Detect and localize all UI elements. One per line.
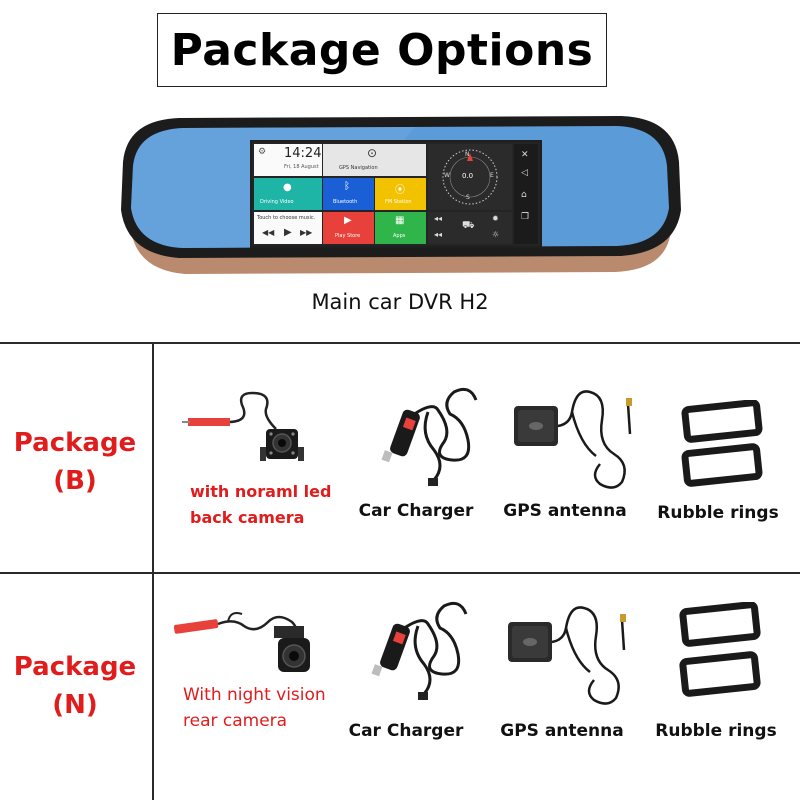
rubber-rings-image: [679, 602, 761, 697]
package-label-line2: (B): [53, 466, 97, 496]
table-column-divider: [152, 342, 154, 800]
map-pin-icon: ⊙: [367, 146, 378, 160]
tile-apps[interactable]: ▦ Apps: [375, 212, 426, 244]
previous-icon[interactable]: ◀◀: [262, 228, 275, 237]
bluetooth-icon: ᛒ: [344, 181, 350, 192]
package-n-item-gps-antenna: GPS antenna: [500, 721, 624, 741]
package-b-label: Package (B): [0, 424, 150, 500]
play-icon[interactable]: ▶: [284, 227, 292, 238]
night-vision-camera-image: [173, 612, 310, 672]
map-panel[interactable]: ⊙ GPS Navigation: [323, 144, 426, 176]
car-charger-image: [381, 387, 478, 486]
apps-grid-icon: ▦: [395, 215, 405, 226]
clock-date: Fri, 18 August: [284, 164, 319, 170]
compass-n: N: [465, 151, 470, 158]
package-n-camera-desc: With night vision rear camera: [183, 682, 326, 734]
brightness-down-icon[interactable]: ☼: [492, 230, 500, 239]
title-box: Package Options: [157, 13, 607, 87]
nav-bar: ✕ ◁ ⌂ ❐: [514, 144, 538, 244]
tile-driving-video[interactable]: ● Driving Video: [254, 178, 322, 210]
music-panel[interactable]: Touch to choose music. ◀◀ ▶ ▶▶: [254, 212, 322, 244]
package-label-line1: Package: [13, 428, 137, 458]
package-label-line2: (N): [52, 690, 98, 720]
package-n-label: Package (N): [0, 648, 150, 724]
close-icon[interactable]: ✕: [521, 150, 529, 160]
compass-panel: N S W E 0.0: [428, 144, 512, 210]
video-icon: ●: [283, 182, 292, 193]
tile-label: Apps: [393, 233, 406, 239]
compass-s: S: [466, 194, 470, 201]
tile-fm-station[interactable]: ⦿ FM Station: [375, 178, 426, 210]
brightness-up-icon[interactable]: ✹: [492, 214, 499, 223]
tile-bluetooth[interactable]: ᛒ Bluetooth: [323, 178, 374, 210]
quick-controls: ◂◂ ◂◂ ⛟ ✹ ☼: [428, 212, 512, 244]
car-icon[interactable]: ⛟: [462, 220, 475, 231]
led-camera-image: [182, 391, 304, 461]
store-icon: ▶: [344, 215, 352, 226]
camera-desc-line1: with noraml led: [190, 482, 332, 501]
dvr-screen: ⚙ 14:24 Fri, 18 August ⊙ GPS Navigation …: [252, 142, 540, 246]
recent-apps-icon[interactable]: ❐: [521, 212, 530, 222]
next-icon[interactable]: ▶▶: [300, 228, 313, 237]
camera-desc-line1: With night vision: [183, 685, 326, 705]
package-b-item-rubble-rings: Rubble rings: [657, 503, 779, 523]
table-border-middle: [0, 572, 800, 574]
compass-w: W: [444, 172, 450, 179]
home-icon[interactable]: ⌂: [521, 190, 527, 200]
package-n-item-car-charger: Car Charger: [348, 721, 464, 741]
rubber-rings-image: [681, 400, 763, 487]
tile-label: Bluetooth: [333, 199, 358, 205]
page-title: Package Options: [170, 24, 594, 76]
package-b-item-gps-antenna: GPS antenna: [503, 501, 627, 521]
car-charger-image: [371, 601, 468, 700]
tile-label: Driving Video: [260, 199, 294, 205]
clock-panel: ⚙ 14:24 Fri, 18 August: [254, 144, 322, 176]
clock-time: 14:24: [284, 146, 322, 161]
volume-up-icon[interactable]: ◂◂: [434, 230, 443, 239]
gps-antenna-image: [514, 390, 632, 489]
package-b-item-car-charger: Car Charger: [358, 501, 474, 521]
camera-desc-line2: rear camera: [183, 711, 288, 731]
compass-value: 0.0: [462, 172, 474, 180]
radio-icon: ⦿: [395, 185, 405, 196]
main-caption: Main car DVR H2: [311, 290, 489, 314]
gear-icon[interactable]: ⚙: [258, 147, 267, 157]
gps-antenna-image: [508, 606, 626, 705]
package-n-item-rubble-rings: Rubble rings: [655, 721, 777, 741]
compass-dial-icon: [442, 149, 498, 205]
camera-desc-line2: back camera: [190, 508, 305, 527]
compass-e: E: [490, 172, 494, 179]
table-border-top: [0, 342, 800, 344]
tile-label: FM Station: [385, 199, 412, 205]
tile-play-store[interactable]: ▶ Play Store: [323, 212, 374, 244]
nav-label: GPS Navigation: [339, 165, 378, 171]
music-label: Touch to choose music.: [257, 215, 316, 221]
package-b-camera-desc: with noraml led back camera: [190, 479, 331, 531]
back-icon[interactable]: ◁: [521, 168, 528, 178]
tile-label: Play Store: [335, 233, 361, 239]
package-label-line1: Package: [13, 652, 137, 682]
volume-down-icon[interactable]: ◂◂: [434, 214, 443, 223]
